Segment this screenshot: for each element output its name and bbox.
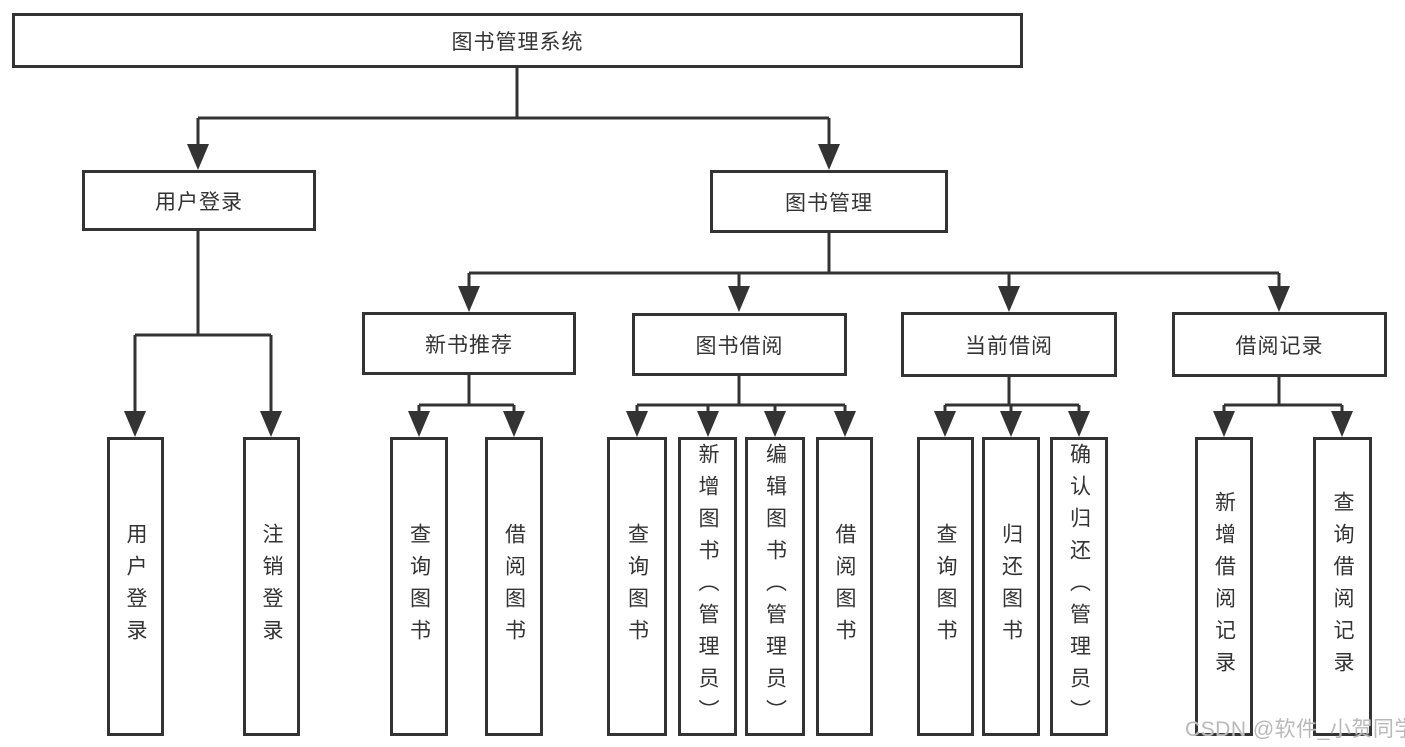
node-current-borrow: 当前借阅 <box>901 312 1117 377</box>
leaf-label: 新增借阅记录 <box>1212 490 1236 683</box>
leaf-label: 归还图书 <box>999 522 1023 651</box>
leaf-label: 新增图书（管理员） <box>696 442 719 731</box>
leaf-add-borrow-record: 新增借阅记录 <box>1195 437 1253 736</box>
node-root: 图书管理系统 <box>12 13 1023 68</box>
leaf-add-book-admin: 新增图书（管理员） <box>678 437 737 736</box>
leaf-query-borrow-record: 查询借阅记录 <box>1313 437 1372 736</box>
leaf-label: 确认归还（管理员） <box>1067 442 1091 731</box>
arrowheads <box>124 144 1353 437</box>
leaf-borrow-book-recommend: 借阅图书 <box>485 437 543 736</box>
leaf-query-book-recommend: 查询图书 <box>390 437 448 736</box>
node-book-management: 图书管理 <box>710 170 948 233</box>
leaf-label: 注销登录 <box>260 522 283 651</box>
leaf-query-book-current: 查询图书 <box>917 437 974 736</box>
node-user-login: 用户登录 <box>82 170 316 231</box>
node-borrow-record: 借阅记录 <box>1172 312 1387 377</box>
leaf-user-login: 用户登录 <box>107 437 164 736</box>
csdn-watermark: CSDN @软件_小贺同学 <box>1185 718 1405 741</box>
leaf-label: 查询图书 <box>407 522 431 651</box>
leaf-borrow-book: 借阅图书 <box>816 437 873 736</box>
leaf-logout: 注销登录 <box>243 437 300 736</box>
leaf-label: 借阅图书 <box>833 522 856 651</box>
leaf-label: 用户登录 <box>124 522 147 651</box>
leaf-label: 查询借阅记录 <box>1331 490 1354 683</box>
leaf-label: 查询图书 <box>934 522 957 651</box>
leaf-confirm-return-admin: 确认归还（管理员） <box>1050 437 1108 736</box>
leaf-label: 查询图书 <box>625 522 649 651</box>
node-new-book-recommend: 新书推荐 <box>362 312 576 375</box>
leaf-edit-book-admin: 编辑图书（管理员） <box>745 437 805 736</box>
leaf-query-book-borrow: 查询图书 <box>607 437 667 736</box>
node-book-borrow: 图书借阅 <box>632 313 847 376</box>
leaf-label: 借阅图书 <box>502 522 526 651</box>
leaf-return-book: 归还图书 <box>982 437 1040 736</box>
leaf-label: 编辑图书（管理员） <box>763 442 787 731</box>
